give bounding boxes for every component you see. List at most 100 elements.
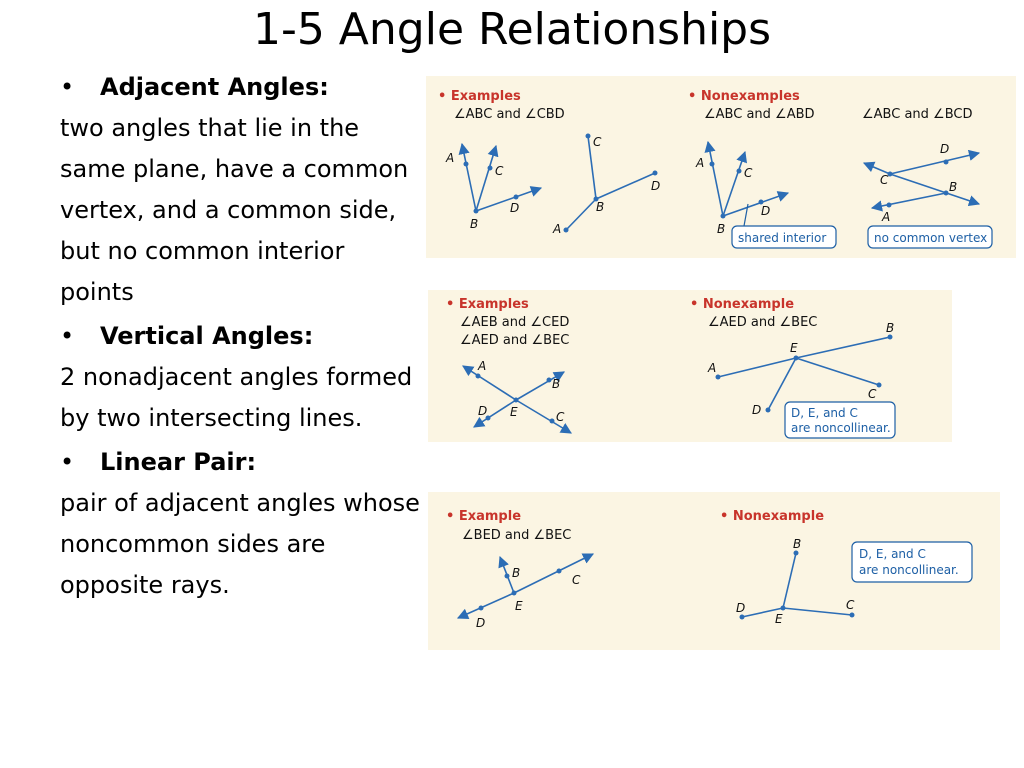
label-a: A (695, 156, 704, 170)
point-d (513, 194, 519, 200)
vertical-example-diagram: A B D E C (462, 359, 572, 434)
callout-box (731, 225, 837, 249)
point-b (720, 213, 726, 219)
examples-angle-pair-2: ∠AED and ∠BEC (460, 333, 569, 348)
point-d (739, 614, 745, 620)
label-c: C (556, 410, 565, 424)
label-c: C (846, 598, 855, 612)
point-a (563, 227, 569, 233)
callout-box (851, 541, 973, 583)
noncollinear-callout-line-1: D, E, and C (859, 547, 926, 561)
label-d: D (476, 616, 485, 630)
label-d: D (940, 142, 949, 156)
point-e (780, 605, 786, 611)
point-e (513, 397, 519, 403)
point-a (709, 161, 715, 167)
point-b (887, 334, 893, 340)
point-d (943, 159, 949, 165)
linear-pair-heading: Linear Pair: (60, 445, 420, 479)
example-angle-pair: ∠BED and ∠BEC (462, 528, 571, 543)
point-a (715, 374, 721, 380)
no-common-vertex-callout: no common vertex (874, 231, 987, 245)
point-b (793, 550, 799, 556)
linear-pair-panel: • Example ∠BED and ∠BEC • Nonexample B C… (428, 492, 1000, 650)
segment-bd (595, 172, 656, 200)
label-b: B (949, 180, 957, 194)
point-c (849, 612, 855, 618)
example-2-diagram: C D B A (552, 133, 660, 236)
point-c (887, 171, 893, 177)
point-b (593, 196, 599, 202)
label-b: B (717, 222, 725, 236)
nonexamples-heading: • Nonexamples (688, 89, 800, 104)
label-a: A (707, 361, 716, 375)
adjacent-angles-figure: • Examples ∠ABC and ∠CBD • Nonexamples ∠… (438, 89, 993, 249)
segment-ed (741, 607, 784, 618)
segment-ec (782, 607, 853, 616)
label-d: D (651, 179, 660, 193)
label-e: E (510, 405, 518, 419)
label-b: B (552, 377, 560, 391)
examples-angle-pair-1: ∠AEB and ∠CED (460, 315, 569, 330)
nonexample-heading: • Nonexample (690, 297, 794, 312)
point-c (736, 168, 742, 174)
label-d: D (478, 404, 487, 418)
label-a: A (552, 222, 561, 236)
segment-ed (767, 357, 797, 411)
callout-box (784, 401, 896, 439)
point-a (463, 161, 469, 167)
label-a: A (477, 359, 486, 373)
point-b (546, 377, 552, 383)
point-d (652, 170, 658, 176)
ray-bc (475, 144, 499, 212)
point-b (943, 190, 949, 196)
nonexample-2-diagram: D C B A no common vertex (862, 142, 993, 249)
ray-cd (889, 149, 981, 175)
label-d: D (752, 403, 761, 417)
example-heading: • Example (446, 509, 521, 524)
noncollinear-callout-line-2: are noncollinear. (791, 421, 891, 435)
ray-bd (475, 186, 543, 212)
label-b: B (886, 321, 894, 335)
label-c: C (572, 573, 581, 587)
label-e: E (790, 341, 798, 355)
point-a (886, 202, 892, 208)
segment-ec (795, 357, 880, 386)
noncollinear-callout-line-2: are noncollinear. (859, 563, 959, 577)
point-d (765, 407, 771, 413)
examples-heading: • Examples (438, 89, 521, 104)
nonexample-angle-pair: ∠AED and ∠BEC (708, 315, 817, 330)
label-b: B (470, 217, 478, 231)
segment-eb (795, 336, 891, 359)
ray-ec (513, 553, 595, 594)
ray-ed (456, 592, 515, 620)
point-c (556, 568, 562, 574)
label-c: C (593, 135, 602, 149)
vertical-angles-figure: • Examples ∠AEB and ∠CED ∠AED and ∠BEC •… (446, 297, 896, 439)
ray-bc (722, 150, 748, 217)
ray-ed (473, 399, 517, 428)
vertical-nonexample-diagram: E A B C D D, E, and C are noncollinear. (707, 321, 896, 439)
segment-eb (782, 552, 797, 609)
adjacent-angles-heading: Adjacent Angles: (60, 70, 420, 104)
segment-ba (565, 198, 597, 231)
example-1-diagram: A C D B (445, 142, 543, 231)
page-title: 1-5 Angle Relationships (252, 4, 772, 55)
label-d: D (736, 601, 745, 615)
label-a: A (881, 210, 890, 224)
nonexample-1-angle-pair: ∠ABC and ∠ABD (704, 107, 815, 122)
noncollinear-callout-line-1: D, E, and C (791, 406, 858, 420)
ray-bd (722, 191, 790, 217)
ray-ba (458, 142, 477, 212)
vertical-angles-panel: • Examples ∠AEB and ∠CED ∠AED and ∠BEC •… (428, 290, 952, 442)
point-a (475, 373, 481, 379)
label-b: B (793, 537, 801, 551)
nonexample-heading: • Nonexample (720, 509, 824, 524)
adjacent-angles-panel: • Examples ∠ABC and ∠CBD • Nonexamples ∠… (426, 76, 1016, 258)
point-d (485, 415, 491, 421)
label-b: B (512, 566, 520, 580)
segment-bc (587, 135, 597, 200)
point-d (478, 605, 484, 611)
point-b (473, 208, 479, 214)
label-c: C (880, 173, 889, 187)
